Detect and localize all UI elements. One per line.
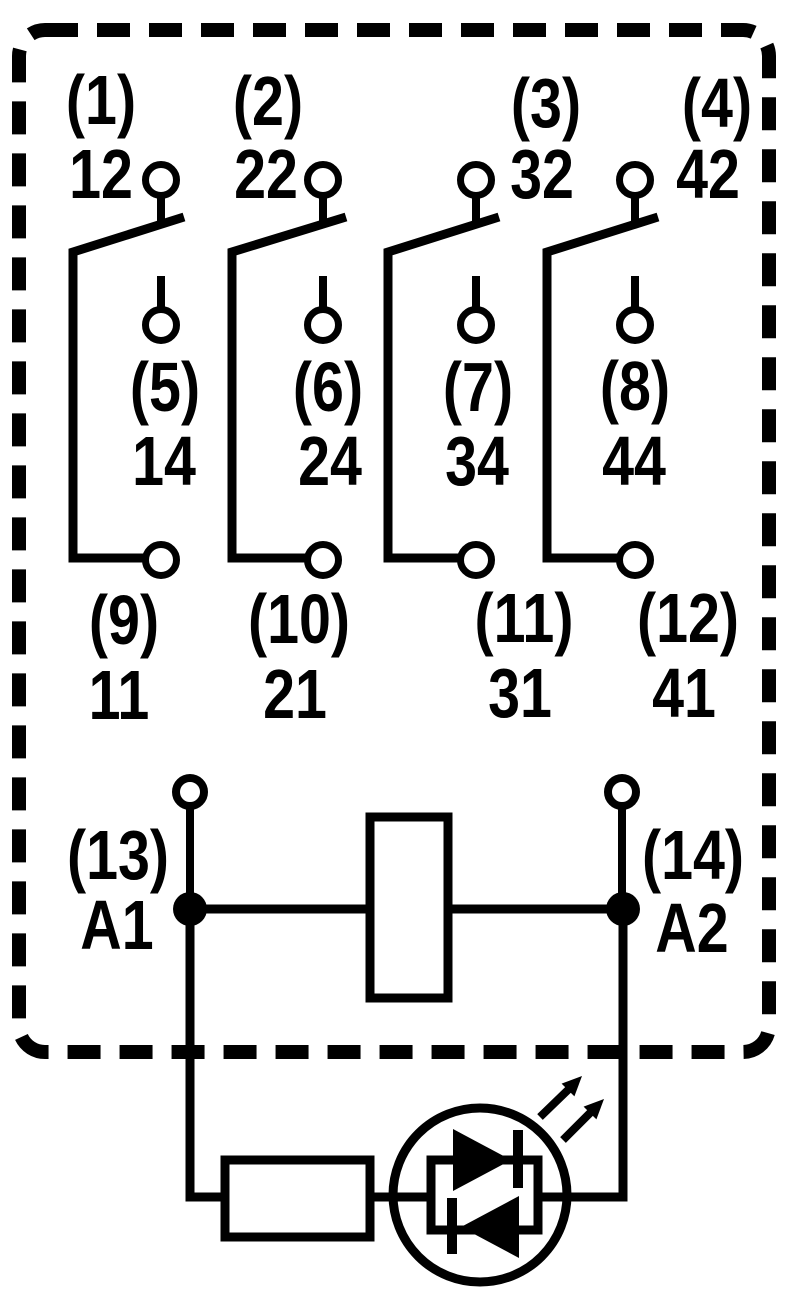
- coil-a2-terminal-label: A2: [655, 889, 729, 967]
- pole-1-pin-label: (1): [65, 61, 137, 139]
- pole-3-contact: [383, 161, 501, 579]
- pole-4-no-terminal-label: 44: [602, 422, 666, 500]
- pole-1-no-terminal-label: 14: [132, 422, 196, 500]
- pole-1-no-pin-label: (5): [129, 348, 201, 426]
- pole-2-pin-label: (2): [232, 62, 304, 140]
- pole-2-nc-terminal-circle: [304, 161, 342, 199]
- light-emission-arrows-icon: [537, 1076, 604, 1143]
- pole-3-no-terminal-circle: [457, 306, 495, 344]
- led-diode-top-triangle: [453, 1129, 511, 1191]
- emission-arrow-1-head: [561, 1076, 582, 1097]
- pole-1-nc-terminal-circle: [142, 161, 180, 199]
- led-diode-bottom-triangle: [461, 1196, 519, 1258]
- pole-1-nc-terminal-label: 12: [69, 135, 133, 213]
- pole-2-contact: [227, 161, 348, 579]
- relay-module-dashed-outline-icon: [12, 23, 776, 1059]
- pole-3-common-terminal-label: 31: [488, 654, 552, 732]
- emission-arrow-2-shaft: [560, 1108, 595, 1143]
- a2-terminal-circle: [604, 774, 640, 810]
- a1-drop-wire: [185, 909, 225, 1202]
- pole-1-contact: [68, 161, 186, 579]
- pole-4-common-terminal-circle: [616, 541, 654, 579]
- pole-4-no-pin-label: (8): [599, 347, 671, 425]
- pole-2-no-terminal-circle: [304, 306, 342, 344]
- pole-1-common-terminal-circle: [142, 541, 180, 579]
- pole-4-no-terminal-circle: [616, 306, 654, 344]
- led-body-circle: [388, 1103, 572, 1287]
- pole-2-no-terminal-label: 24: [298, 422, 362, 500]
- coil-symbol-icon: [365, 812, 453, 1003]
- pole-1-common-terminal-label: 11: [88, 656, 150, 734]
- a1-terminal-circle: [172, 774, 208, 810]
- pole-3-common-pin-label: (11): [474, 579, 574, 657]
- pole-4-nc-terminal-circle: [616, 161, 654, 199]
- pole-2-common-terminal-circle: [304, 541, 342, 579]
- pole-3-no-terminal-label: 34: [445, 422, 509, 500]
- pole-3-no-pin-label: (7): [442, 348, 514, 426]
- led-indicator-icon: [388, 1103, 572, 1287]
- pole-2-common-terminal-label: 21: [263, 655, 327, 733]
- indicator-branch: [220, 1076, 604, 1287]
- pole-2-common-pin-label: (10): [247, 580, 351, 658]
- pole-4-switch-arm: [542, 212, 660, 563]
- pole-1-no-terminal-circle: [142, 306, 180, 344]
- resistor-symbol-icon: [220, 1155, 375, 1242]
- pole-3-common-terminal-circle: [457, 541, 495, 579]
- emission-arrow-1-shaft: [537, 1085, 573, 1120]
- pole-3-nc-terminal-circle: [457, 161, 495, 199]
- pole-1-common-pin-label: (9): [88, 581, 160, 659]
- pole-4-nc-terminal-label: 42: [676, 135, 740, 213]
- coil-circuit: [172, 774, 640, 1202]
- coil-a1-terminal-label: A1: [80, 886, 154, 964]
- pole-3-nc-terminal-label: 32: [510, 135, 574, 213]
- pole-2-no-pin-label: (6): [292, 348, 364, 426]
- emission-arrow-2-head: [583, 1099, 604, 1120]
- pole-4-contact: [542, 161, 660, 579]
- pole-2-nc-terminal-label: 22: [234, 135, 298, 213]
- pole-3-switch-arm: [383, 212, 501, 563]
- pole-4-common-pin-label: (12): [636, 579, 740, 657]
- pole-2-switch-arm: [227, 212, 348, 563]
- pole-4-common-terminal-label: 41: [652, 654, 716, 732]
- pole-3-pin-label: (3): [510, 64, 582, 142]
- coil-a2-pin-label: (14): [641, 816, 745, 894]
- coil-a1-pin-label: (13): [66, 816, 170, 894]
- pole-4-pin-label: (4): [681, 64, 753, 142]
- pole-1-switch-arm: [68, 212, 186, 563]
